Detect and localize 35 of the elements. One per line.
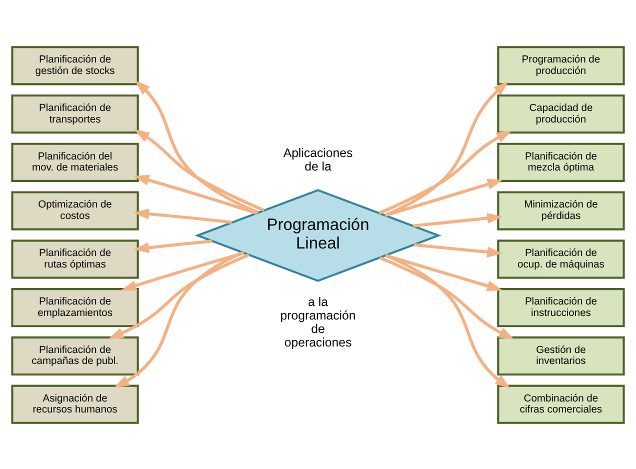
arrow [384, 80, 509, 216]
node-box: Planificación de gestión de stocks [11, 46, 139, 85]
arrow [414, 242, 503, 257]
node-box: Combinación de cifras comerciales [497, 384, 625, 424]
label: a la programación de operaciones [280, 294, 356, 349]
arrow [120, 251, 244, 290]
node-box: Planificación de ocup. de máquinas [497, 239, 625, 278]
node-box: Minimización de pérdidas [497, 190, 625, 230]
arrow [134, 80, 259, 214]
arrow [114, 250, 244, 388]
arrow [134, 174, 258, 214]
node-diamond: Programación Lineal [194, 188, 442, 282]
node-box: Planificación de campañas de publ. [11, 336, 139, 376]
node-box: Planificación de instrucciones [497, 288, 625, 327]
arrow [384, 178, 503, 216]
node-box: Optimización de costos [11, 190, 139, 230]
arrow [413, 212, 503, 227]
arrow [134, 128, 265, 212]
node-box: Asignación de recursos humanos [11, 384, 139, 424]
arrow [385, 253, 511, 388]
node-box: Planificación del mov. de materiales [11, 142, 139, 182]
node-box: Planificación de emplazamientos [11, 288, 139, 327]
node-box: Capacidad de producción [497, 94, 625, 134]
arrow [133, 239, 212, 253]
arrow [378, 130, 512, 214]
node-box: Planificación de transportes [11, 94, 139, 134]
node-box: Planificación de rutas óptimas [11, 239, 139, 278]
arrow [108, 252, 250, 339]
node-box: Programación de producción [497, 46, 625, 85]
arrow [133, 208, 232, 224]
node-box: Gestión de inventarios [497, 336, 625, 376]
node-box: Planificación de mezcla óptima [497, 142, 625, 182]
label: Aplicaciones de la [283, 145, 353, 173]
arrow [385, 254, 502, 291]
arrow [379, 256, 514, 340]
